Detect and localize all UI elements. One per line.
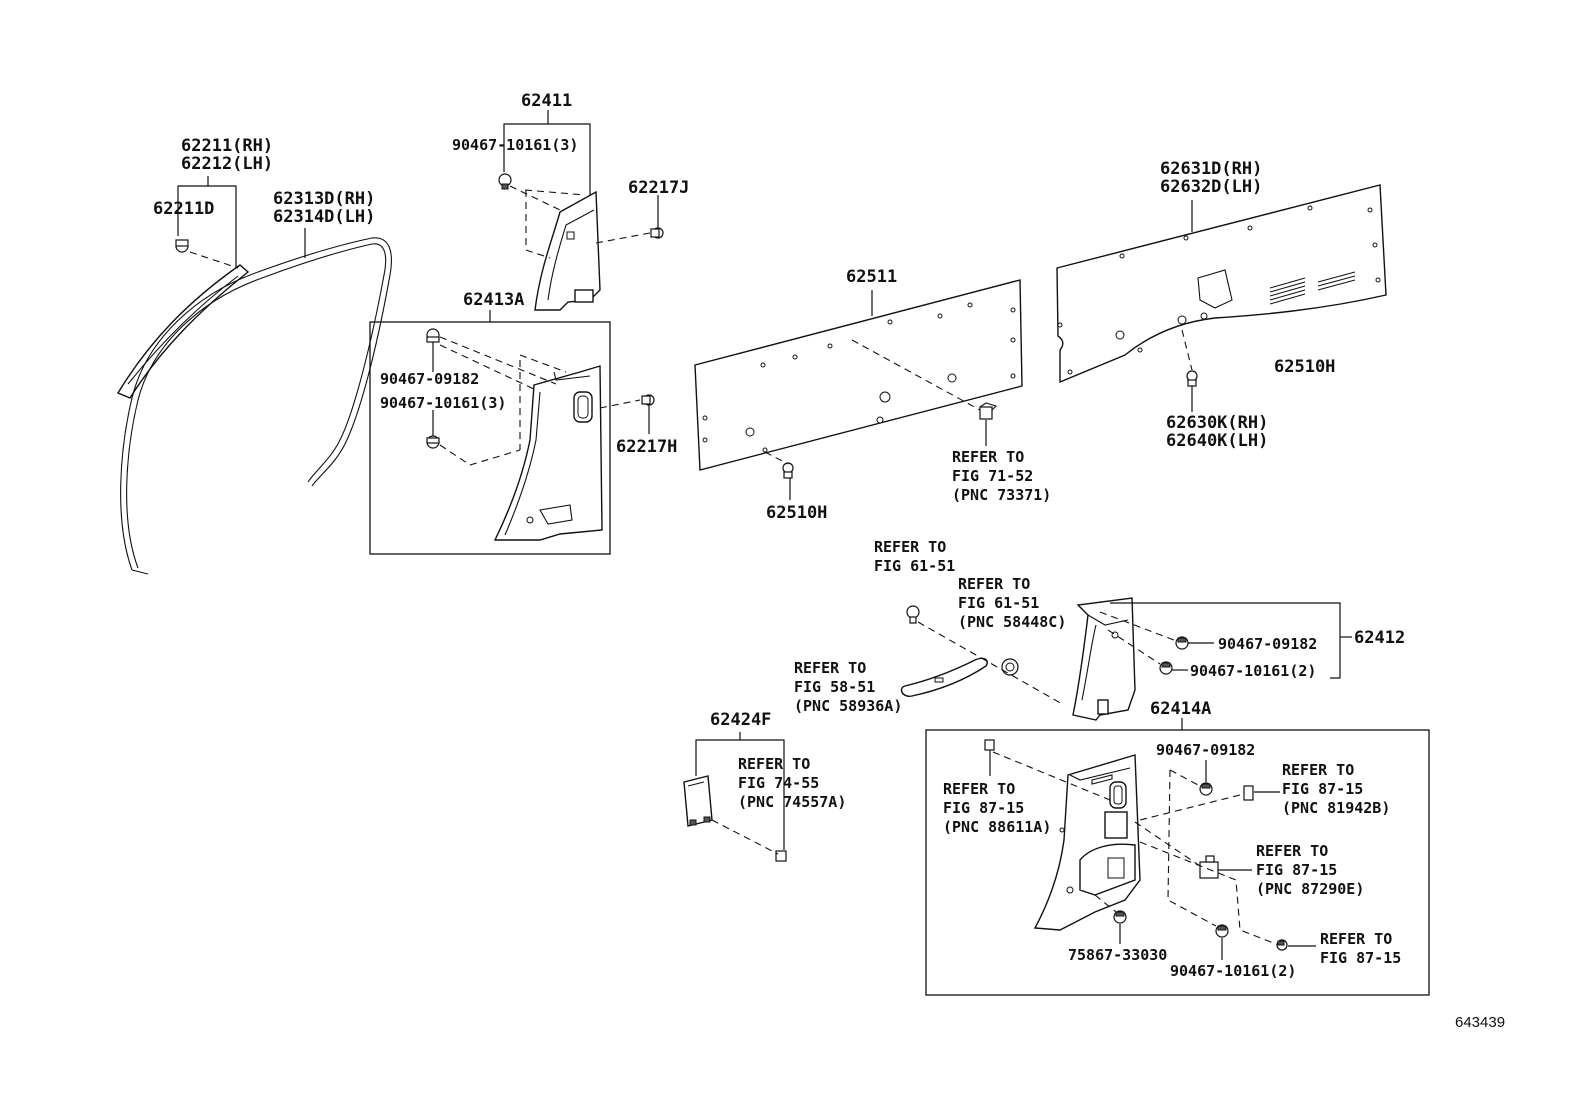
quarter-trim-panel	[1056, 184, 1387, 384]
ref-fig71-52-line2: FIG 71-52	[952, 467, 1033, 485]
label-62630K: 62630K(RH)	[1166, 413, 1268, 433]
label-62212: 62212(LH)	[181, 154, 273, 174]
clip-fig87-15-a	[984, 739, 995, 751]
ref-fig87-15c-line3: (PNC 87290E)	[1256, 880, 1364, 898]
ref-fig58-51-line3: (PNC 58936A)	[794, 697, 902, 715]
label-62217J: 62217J	[628, 178, 689, 198]
ref-fig58-51-line1: REFER TO	[794, 659, 866, 677]
label-62424F: 62424F	[710, 710, 771, 730]
label-62414A: 62414A	[1150, 699, 1211, 719]
ref-fig87-15c-line1: REFER TO	[1256, 842, 1328, 860]
clip-90467-10161-upper-right	[1159, 661, 1173, 675]
clip-90467-09182-lower	[426, 328, 440, 343]
clip-62630K	[1186, 370, 1198, 387]
clip-90467-09182-upper-right	[1175, 636, 1189, 650]
label-90467-10161-2b: 90467-10161(2)	[1170, 962, 1296, 980]
rear-pillar-upper-garnish	[1072, 597, 1136, 721]
ref-fig61-51b-line2: FIG 61-51	[958, 594, 1039, 612]
label-62510H-b: 62510H	[1274, 357, 1335, 377]
clip-62211D	[175, 239, 189, 253]
ref-fig87-15d-line1: REFER TO	[1320, 930, 1392, 948]
ref-fig87-15d-line2: FIG 87-15	[1320, 949, 1401, 967]
speaker-grille	[1269, 271, 1356, 305]
center-pillar-upper-garnish	[534, 190, 601, 311]
side-panel-62511	[694, 279, 1023, 471]
ref-fig87-15a-line3: (PNC 88611A)	[943, 818, 1051, 836]
ref-fig74-55-line3: (PNC 74557A)	[738, 793, 846, 811]
ref-fig87-15b-line3: (PNC 81942B)	[1282, 799, 1390, 817]
label-62510H-a: 62510H	[766, 503, 827, 523]
label-90467-09182a: 90467-09182	[380, 370, 479, 388]
ref-fig61-51a-line1: REFER TO	[874, 538, 946, 556]
clip-fig61-51-a	[906, 605, 920, 624]
ref-fig87-15a-line2: FIG 87-15	[943, 799, 1024, 817]
cap-fig61-51-b	[1001, 658, 1019, 676]
label-62413A: 62413A	[463, 290, 524, 310]
assist-grip	[900, 657, 988, 697]
figure-number: 643439	[1455, 1014, 1505, 1031]
clip-62217J	[650, 227, 664, 239]
ref-fig61-51b-line3: (PNC 58448C)	[958, 613, 1066, 631]
trim-bracket-62424F	[683, 775, 713, 827]
label-62631D: 62631D(RH)	[1160, 159, 1262, 179]
door-opening-weatherstrip	[120, 237, 392, 575]
label-90467-10161-3b: 90467-10161(3)	[380, 394, 506, 412]
clip-fig74-55	[775, 850, 787, 862]
label-62217H: 62217H	[616, 437, 677, 457]
label-62411: 62411	[521, 91, 572, 111]
ref-fig87-15a-line1: REFER TO	[943, 780, 1015, 798]
ref-fig61-51a-line2: FIG 61-51	[874, 557, 955, 575]
ref-fig71-52-line1: REFER TO	[952, 448, 1024, 466]
clip-fig87-15-b	[1243, 785, 1254, 801]
center-pillar-lower-garnish	[493, 365, 603, 541]
label-62211D: 62211D	[153, 199, 214, 219]
rear-pillar-lower-garnish	[1033, 754, 1141, 931]
ref-fig87-15b-line1: REFER TO	[1282, 761, 1354, 779]
label-62640K: 62640K(LH)	[1166, 431, 1268, 451]
ref-fig71-52-line3: (PNC 73371)	[952, 486, 1051, 504]
label-62211: 62211(RH)	[181, 136, 273, 156]
clip-62510H-left	[782, 462, 794, 479]
label-62314D: 62314D(LH)	[273, 207, 375, 227]
ref-fig74-55-line2: FIG 74-55	[738, 774, 819, 792]
clip-fig87-15-d	[1276, 939, 1288, 951]
label-75867-33030: 75867-33030	[1068, 946, 1167, 964]
label-62313D: 62313D(RH)	[273, 189, 375, 209]
label-62632D: 62632D(LH)	[1160, 177, 1262, 197]
clip-fig71-52	[979, 402, 998, 420]
clip-90467-09182-lower-right	[1199, 782, 1213, 796]
label-90467-10161-3a: 90467-10161(3)	[452, 136, 578, 154]
ref-fig87-15c-line2: FIG 87-15	[1256, 861, 1337, 879]
clip-90467-10161-lower-right	[1215, 924, 1229, 938]
label-90467-09182c: 90467-09182	[1156, 741, 1255, 759]
label-90467-09182b: 90467-09182	[1218, 635, 1317, 653]
ref-fig61-51b-line1: REFER TO	[958, 575, 1030, 593]
ref-fig58-51-line2: FIG 58-51	[794, 678, 875, 696]
clip-75867-33030	[1113, 910, 1127, 924]
label-62511: 62511	[846, 267, 897, 287]
label-90467-10161-2a: 90467-10161(2)	[1190, 662, 1316, 680]
clip-90467-10161-upper	[498, 173, 512, 190]
ref-fig87-15b-line2: FIG 87-15	[1282, 780, 1363, 798]
label-62412: 62412	[1354, 628, 1405, 648]
ref-fig74-55-line1: REFER TO	[738, 755, 810, 773]
box-62414A	[925, 729, 1430, 996]
clip-62217H	[641, 394, 655, 406]
clip-90467-10161-lower	[426, 435, 440, 449]
connector-fig87-15-c	[1199, 855, 1219, 879]
